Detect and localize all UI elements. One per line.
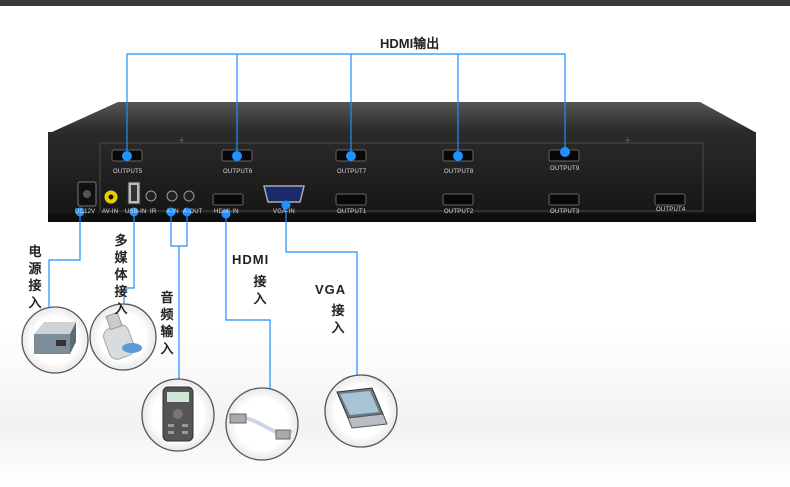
label-output1: OUTPUT1 — [337, 209, 367, 215]
hdmi-in-port — [212, 193, 244, 206]
output-connector-lines — [126, 53, 566, 156]
label-output6: OUTPUT6 — [223, 169, 253, 175]
label-dc12v: DC12V — [75, 209, 96, 215]
power-adapter-icon — [21, 306, 89, 374]
label-vga-input: VGA — [315, 282, 347, 297]
label-hdmi-input: HDMI — [232, 252, 270, 267]
label-ir: IR — [150, 209, 157, 215]
label-a-out: A-OUT — [183, 209, 203, 215]
hdmi-cable-icon — [225, 387, 299, 461]
label-av-in: AV-IN — [102, 209, 119, 215]
label-output2: OUTPUT2 — [444, 209, 474, 215]
hdmi-port-output3 — [548, 193, 580, 206]
label-vga-input-cn: 接入 — [331, 303, 345, 335]
label-output4: OUTPUT4 — [656, 207, 686, 213]
top-bar — [0, 0, 790, 6]
label-vga-in: VGA-IN — [273, 209, 295, 215]
label-output9: OUTPUT9 — [550, 166, 580, 172]
hdmi-output-title: HDMI输出 — [380, 36, 440, 51]
label-a-in: A-IN — [166, 209, 179, 215]
label-audio-input: 音频输入 — [160, 290, 174, 356]
label-output5: OUTPUT5 — [113, 169, 143, 175]
label-output8: OUTPUT8 — [444, 169, 474, 175]
svg-text:+: + — [624, 136, 632, 146]
a-out-jack — [183, 190, 195, 202]
remote-control-icon — [141, 378, 215, 452]
output-nodes — [122, 147, 570, 161]
label-hdmi-in: HDMI-IN — [214, 209, 239, 215]
hdmi-port-output1 — [335, 193, 367, 206]
hdmi-port-output2 — [442, 193, 474, 206]
input-connector-lines — [48, 205, 358, 393]
svg-text:+: + — [178, 136, 186, 146]
usb-drive-icon — [89, 303, 157, 371]
label-output7: OUTPUT7 — [337, 169, 367, 175]
label-power-input: 电源接入 — [28, 244, 42, 310]
hdmi-port-output4 — [654, 193, 686, 206]
ir-jack — [145, 190, 157, 202]
label-usb-in: USB-IN — [125, 209, 147, 215]
input-nodes — [75, 200, 291, 219]
label-output3: OUTPUT3 — [550, 209, 580, 215]
label-hdmi-input-cn: 接入 — [253, 274, 267, 306]
vga-in-port — [263, 185, 305, 203]
chassis: + + — [48, 102, 756, 222]
label-media-input: 多媒体接入 — [114, 233, 128, 316]
a-in-jack — [166, 190, 178, 202]
laptop-icon — [324, 374, 398, 448]
